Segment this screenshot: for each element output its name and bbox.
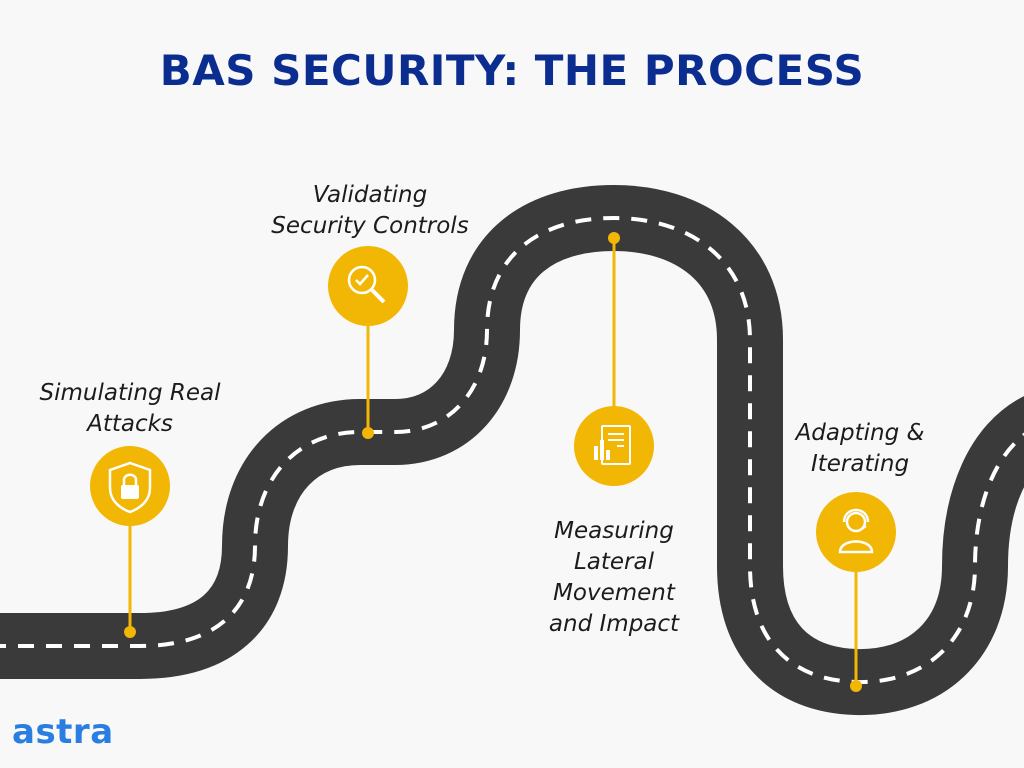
step-1-marker bbox=[90, 446, 170, 638]
step-1-label: Simulating Real Attacks bbox=[39, 380, 221, 437]
road-lane-markings bbox=[0, 215, 1024, 685]
step-4-label: Adapting & Iterating bbox=[795, 420, 925, 477]
step-3-marker bbox=[574, 232, 654, 486]
magnifier-check-icon bbox=[347, 265, 386, 304]
step-4-marker bbox=[816, 492, 896, 692]
support-agent-icon bbox=[838, 508, 874, 554]
astra-logo: astra bbox=[12, 712, 114, 752]
report-chart-icon bbox=[594, 425, 631, 465]
step-2-marker bbox=[328, 246, 408, 439]
step-2-label: Validating Security Controls bbox=[271, 182, 469, 239]
step-3-label: Measuring Lateral Movement and Impact bbox=[548, 518, 680, 637]
page-title: BAS SECURITY: THE PROCESS bbox=[159, 46, 865, 95]
shield-lock-icon bbox=[108, 461, 152, 514]
